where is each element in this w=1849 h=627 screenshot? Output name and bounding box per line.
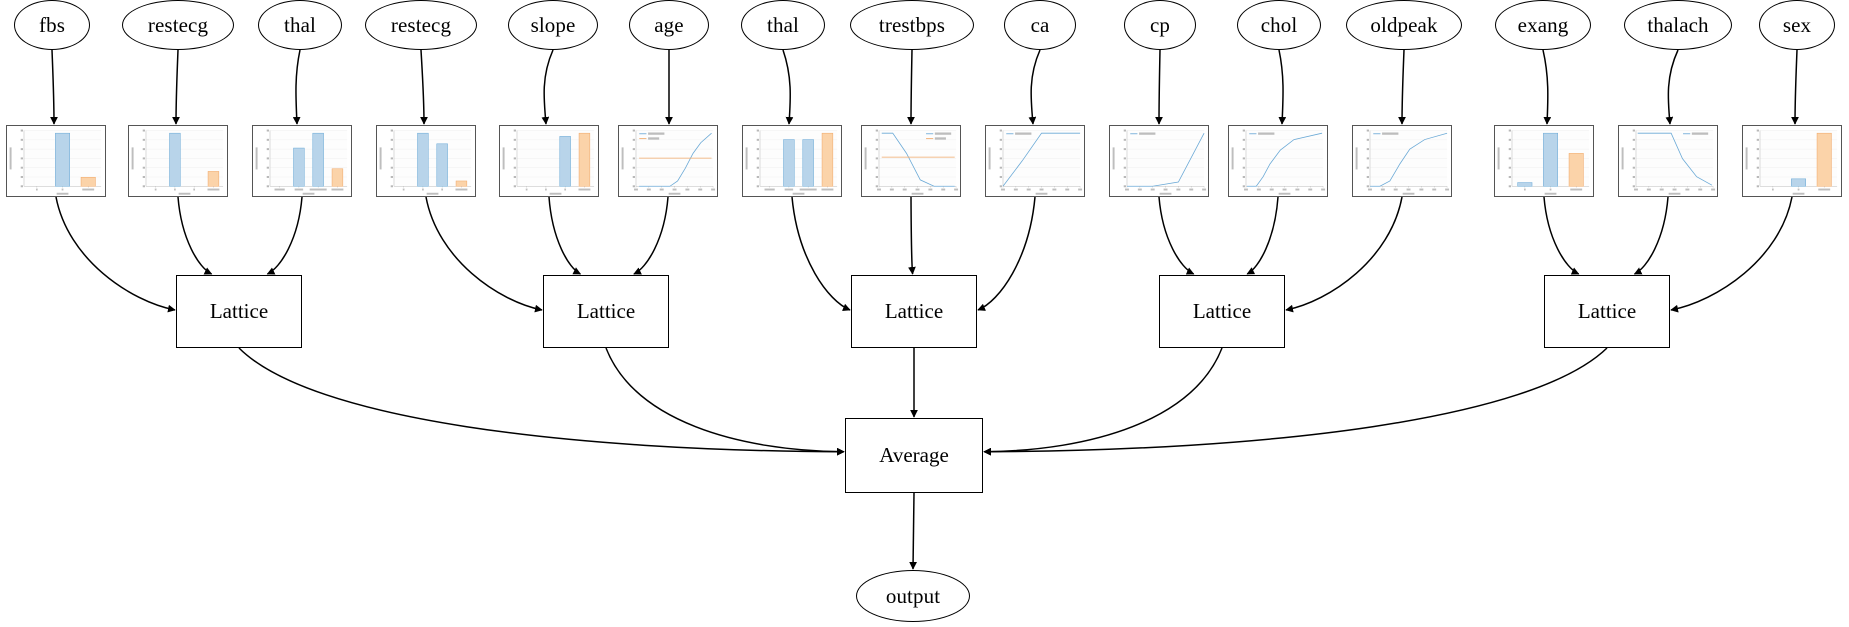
feature-node-label: thal <box>767 12 799 37</box>
feature-node-sex[interactable]: sex <box>1759 0 1835 50</box>
lattice-node-label: Lattice <box>1192 299 1252 323</box>
edge <box>1543 196 1580 275</box>
average-node[interactable]: Average <box>845 418 983 493</box>
edge <box>266 196 303 275</box>
edge <box>908 196 916 275</box>
edge <box>1665 49 1679 125</box>
edge <box>983 347 1608 456</box>
feature-node-label: oldpeak <box>1370 12 1438 37</box>
edge <box>1542 49 1552 125</box>
feature-node-trestbps[interactable]: trestbps <box>850 0 974 50</box>
calibrator-plot-fbs[interactable] <box>6 125 106 197</box>
edge <box>605 347 845 456</box>
lattice-node-4[interactable]: Lattice <box>1159 275 1285 348</box>
calibrator-plot-age[interactable] <box>618 125 718 197</box>
edge <box>172 49 180 125</box>
lattice-node-label: Lattice <box>576 299 636 323</box>
calibrator-plot-restecg[interactable] <box>128 125 228 197</box>
output-node[interactable]: output <box>856 570 970 622</box>
calibrator-plot-slope[interactable] <box>499 125 599 197</box>
edge <box>1633 196 1669 275</box>
lattice-node-label: Lattice <box>884 299 944 323</box>
edge <box>782 49 794 125</box>
edge <box>177 196 213 275</box>
feature-node-label: thal <box>284 12 316 37</box>
feature-node-label: chol <box>1260 12 1298 37</box>
edge <box>541 49 554 125</box>
edge <box>548 196 582 275</box>
edge <box>425 196 543 313</box>
edge <box>909 492 917 570</box>
feature-node-oldpeak[interactable]: oldpeak <box>1346 0 1462 50</box>
feature-node-fbs[interactable]: fbs <box>14 0 90 50</box>
feature-node-cp[interactable]: cp <box>1124 0 1196 50</box>
edge <box>1791 49 1799 125</box>
output-node-label: output <box>885 583 941 608</box>
calibrator-plot-oldpeak[interactable] <box>1352 125 1452 197</box>
feature-node-label: exang <box>1517 12 1569 37</box>
edge <box>1398 49 1406 125</box>
feature-node-thalach[interactable]: thalach <box>1624 0 1732 50</box>
calibrator-plot-trestbps[interactable] <box>861 125 961 197</box>
calibrator-plot-ca[interactable] <box>985 125 1085 197</box>
calibrator-plot-thal[interactable] <box>742 125 842 197</box>
calibrator-plot-sex[interactable] <box>1742 125 1842 197</box>
lattice-node-1[interactable]: Lattice <box>176 275 302 348</box>
calibrator-plot-exang[interactable] <box>1494 125 1594 197</box>
edge <box>907 49 915 125</box>
feature-node-age[interactable]: age <box>629 0 709 50</box>
edge <box>1028 49 1041 125</box>
edge <box>1278 49 1287 125</box>
edge <box>1670 196 1793 313</box>
lattice-node-3[interactable]: Lattice <box>851 275 977 348</box>
edge <box>1158 196 1195 275</box>
lattice-node-5[interactable]: Lattice <box>1544 275 1670 348</box>
feature-node-label: fbs <box>39 12 65 37</box>
calibrator-plot-restecg[interactable] <box>376 125 476 197</box>
feature-node-label: thalach <box>1647 12 1709 37</box>
feature-node-restecg1[interactable]: restecg <box>122 0 234 50</box>
feature-node-label: restecg <box>390 12 452 37</box>
edge <box>1155 49 1163 125</box>
edge <box>1285 196 1403 313</box>
feature-node-slope[interactable]: slope <box>508 0 598 50</box>
feature-node-exang[interactable]: exang <box>1495 0 1591 50</box>
calibrator-plot-chol[interactable] <box>1228 125 1328 197</box>
edge <box>420 49 428 125</box>
edge <box>238 347 845 456</box>
calibrator-plot-cp[interactable] <box>1109 125 1209 197</box>
average-node-label: Average <box>879 443 949 467</box>
edge <box>55 196 176 313</box>
feature-node-ca[interactable]: ca <box>1004 0 1076 50</box>
edge <box>977 196 1036 311</box>
lattice-node-2[interactable]: Lattice <box>543 275 669 348</box>
lattice-node-label: Lattice <box>1577 299 1637 323</box>
feature-node-label: slope <box>530 12 576 37</box>
edge <box>292 49 301 125</box>
lattice-node-label: Lattice <box>209 299 269 323</box>
feature-node-label: restecg <box>147 12 209 37</box>
feature-node-label: cp <box>1149 12 1171 37</box>
feature-node-label: trestbps <box>878 12 946 37</box>
edge <box>50 49 58 125</box>
edge <box>791 196 851 311</box>
feature-node-label: sex <box>1782 12 1812 37</box>
feature-node-chol[interactable]: chol <box>1237 0 1321 50</box>
feature-node-thal1[interactable]: thal <box>258 0 342 50</box>
calibrator-plot-thalach[interactable] <box>1618 125 1718 197</box>
feature-node-label: ca <box>1030 12 1050 37</box>
feature-node-label: age <box>654 12 684 37</box>
calibrator-plot-thal[interactable] <box>252 125 352 197</box>
feature-node-restecg2[interactable]: restecg <box>365 0 477 50</box>
edge <box>983 347 1223 456</box>
feature-node-thal2[interactable]: thal <box>741 0 825 50</box>
edge <box>1246 196 1279 275</box>
edge <box>633 196 669 275</box>
